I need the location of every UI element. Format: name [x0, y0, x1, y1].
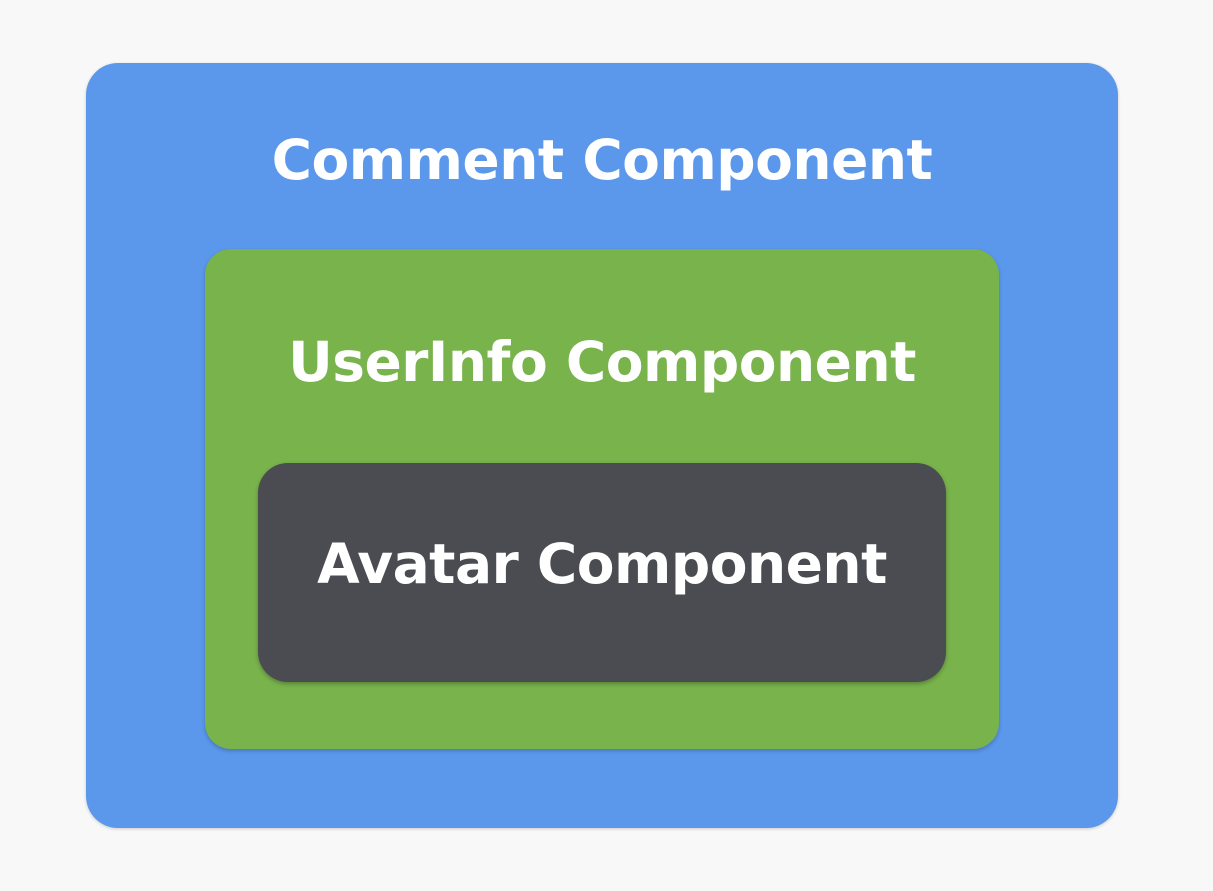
avatar-component-label: Avatar Component — [317, 532, 887, 596]
avatar-component-box: Avatar Component — [258, 463, 946, 682]
userinfo-component-label: UserInfo Component — [288, 330, 916, 394]
comment-component-label: Comment Component — [271, 128, 933, 192]
